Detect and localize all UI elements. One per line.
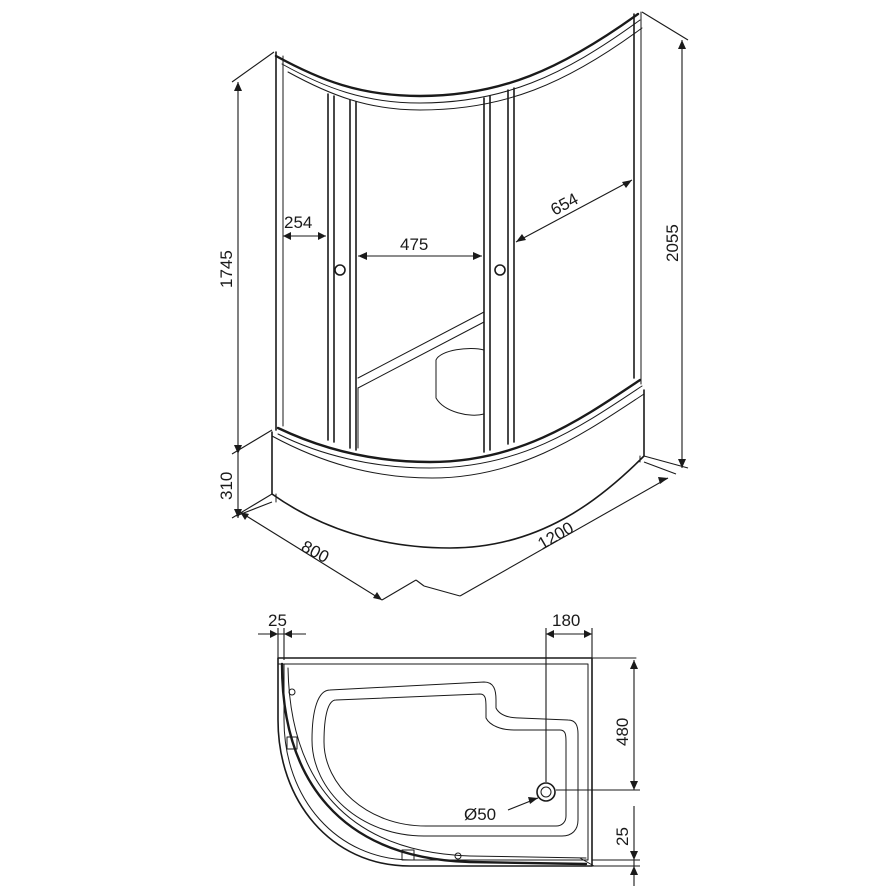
label-1745: 1745 [217,250,236,288]
cabin-glass-arc [277,662,595,867]
left-handle-icon [334,264,346,276]
dim-654: 654 [515,179,633,243]
label-800: 800 [298,537,332,567]
shower-tray [271,389,645,549]
fitting-bottom-icon [401,849,415,861]
top-view: 25 180 480 Ø50 [258,611,640,886]
left-door-profiles [327,93,357,451]
right-frame-post [633,11,642,385]
dim-480: 480 [556,660,640,791]
right-handle-icon [494,264,506,276]
dim-180: 180 [545,611,593,782]
label-254: 254 [284,213,312,232]
dim-1745: 1745 [217,51,275,455]
fitting-left-icon [286,736,298,750]
dim-25-top: 25 [258,611,306,660]
label-diameter-50: Ø50 [464,805,496,824]
right-door-profiles [483,87,515,453]
label-654: 654 [547,189,581,219]
top-curved-rail [274,12,643,111]
dim-254: 254 [283,213,326,240]
inner-seat-detail [357,311,485,449]
label-475: 475 [400,235,428,254]
dim-310: 310 [217,454,273,519]
bottom-curved-rail [276,378,643,469]
label-480: 480 [613,718,632,746]
label-180: 180 [552,611,580,630]
dim-2055: 2055 [641,11,689,469]
inner-basin [311,681,579,837]
label-25-bottom: 25 [613,827,632,846]
dim-1200: 1200 [381,461,677,601]
dim-diameter-50: Ø50 [464,797,539,824]
label-2055: 2055 [663,224,682,262]
dim-25-bottom: 25 [592,806,640,886]
label-310: 310 [217,472,236,500]
dim-475: 475 [358,235,482,260]
tray-outline-top [277,657,593,867]
label-25-top: 25 [268,611,287,630]
drain-icon [536,782,556,802]
perspective-view: 254 475 654 1745 [217,11,689,601]
left-frame-post [275,51,284,431]
